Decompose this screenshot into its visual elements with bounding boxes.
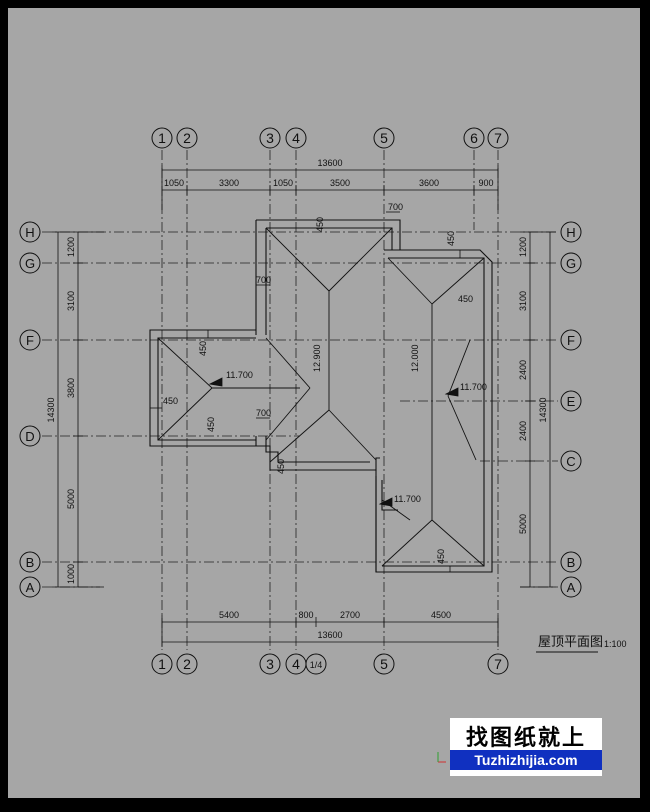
- ucs-gizmo: [437, 752, 446, 763]
- dim-left-5000: 5000: [66, 489, 76, 509]
- axis-label-top-3: 3: [266, 130, 274, 146]
- bottom-dimension-lines: [161, 615, 499, 647]
- axis-label-bottom-4: 4: [292, 656, 300, 672]
- horizontal-axis-lines: [42, 231, 558, 588]
- dim-right-total: 14300: [538, 397, 548, 422]
- label-450-center-bottom: 450: [276, 459, 286, 474]
- dim-bottom-5400: 5400: [219, 610, 239, 620]
- label-450-right-top: 450: [446, 231, 456, 246]
- vertical-axis-lines: [161, 150, 499, 650]
- dim-right-5000: 5000: [518, 514, 528, 534]
- axis-label-bottom-2: 2: [183, 656, 191, 672]
- label-450-left-top: 450: [198, 341, 208, 356]
- dim-left-1000: 1000: [66, 564, 76, 584]
- dim-top-3500: 3500: [330, 178, 350, 188]
- axis-label-left-b: B: [26, 555, 35, 570]
- dim-top-3300: 3300: [219, 178, 239, 188]
- axis-label-right-a: A: [567, 580, 576, 595]
- label-450-right-bottom: 450: [436, 549, 446, 564]
- axis-label-left-a: A: [26, 580, 35, 595]
- dim-right-1200: 1200: [518, 237, 528, 257]
- dim-right-2400-a: 2400: [518, 360, 528, 380]
- axis-bubbles-right: [560, 221, 582, 598]
- label-450-right-mid: 450: [458, 294, 473, 304]
- label-450-left-mid: 450: [163, 396, 178, 406]
- axis-label-top-7: 7: [494, 130, 502, 146]
- axis-label-right-h: H: [566, 225, 575, 240]
- axis-bubbles-top: [151, 127, 509, 149]
- watermark-badge: 找图纸就上 Tuzhizhijia.com: [450, 718, 602, 776]
- axis-label-bottom-1-4: 1/4: [310, 660, 323, 670]
- label-ridge-12000: 12.000: [410, 344, 420, 372]
- dim-left-3800: 3800: [66, 378, 76, 398]
- axis-label-left-h: H: [25, 225, 34, 240]
- leader-ticks: [150, 211, 461, 572]
- label-450-left-bottom: 450: [206, 417, 216, 432]
- label-eave-11700-left: 11.700: [226, 370, 253, 380]
- dim-bottom-total: 13600: [317, 630, 342, 640]
- dim-top-total: 13600: [317, 158, 342, 168]
- label-700-top: 700: [388, 202, 403, 212]
- dim-right-3100: 3100: [518, 291, 528, 311]
- dim-top-900: 900: [478, 178, 493, 188]
- label-ridge-12900: 12.900: [312, 344, 322, 372]
- drawing-sheet: [8, 8, 640, 798]
- label-700-left-upper: 700: [256, 275, 271, 285]
- dim-top-1050-a: 1050: [164, 178, 184, 188]
- axis-bubbles-left: [19, 221, 41, 598]
- left-dimension-lines: [52, 231, 104, 588]
- axis-label-bottom-3: 3: [266, 656, 274, 672]
- axis-label-top-6: 6: [470, 130, 478, 146]
- axis-label-left-f: F: [26, 333, 34, 348]
- top-dimension-lines: [161, 165, 499, 210]
- axis-label-bottom-1: 1: [158, 656, 166, 672]
- dim-bottom-800: 800: [298, 610, 313, 620]
- axis-label-right-g: G: [566, 256, 576, 271]
- drawing-scale: 1:100: [604, 639, 627, 649]
- label-700-left-lower: 700: [256, 408, 271, 418]
- dim-top-1050-b: 1050: [273, 178, 293, 188]
- label-450-center-top: 450: [315, 217, 325, 232]
- label-eave-11700-right: 11.700: [460, 382, 487, 392]
- watermark-text: 找图纸就上: [465, 726, 586, 751]
- dim-right-2400-b: 2400: [518, 421, 528, 441]
- axis-label-right-e: E: [567, 394, 576, 409]
- axis-label-bottom-7: 7: [494, 656, 502, 672]
- axis-label-top-2: 2: [183, 130, 191, 146]
- dim-left-total: 14300: [46, 397, 56, 422]
- axis-label-left-d: D: [25, 429, 34, 444]
- dim-left-3100: 3100: [66, 291, 76, 311]
- axis-label-left-g: G: [25, 256, 35, 271]
- dim-left-1200: 1200: [66, 237, 76, 257]
- axis-label-top-1: 1: [158, 130, 166, 146]
- label-eave-11700-bottom: 11.700: [394, 494, 421, 504]
- axis-label-bottom-5: 5: [380, 656, 388, 672]
- axis-label-top-4: 4: [292, 130, 300, 146]
- drawing-title: 屋顶平面图: [538, 634, 603, 649]
- roof-outline: [149, 219, 493, 573]
- axis-label-right-c: C: [566, 454, 575, 469]
- dim-bottom-2700: 2700: [340, 610, 360, 620]
- axis-label-right-f: F: [567, 333, 575, 348]
- dim-top-3600: 3600: [419, 178, 439, 188]
- watermark-url: Tuzhizhijia.com: [450, 750, 602, 770]
- dim-bottom-4500: 4500: [431, 610, 451, 620]
- roof-ridge-lines: [157, 227, 485, 567]
- right-dimension-lines: [520, 231, 556, 588]
- axis-label-right-b: B: [567, 555, 576, 570]
- axis-label-top-5: 5: [380, 130, 388, 146]
- axis-bubbles-bottom: [151, 653, 509, 675]
